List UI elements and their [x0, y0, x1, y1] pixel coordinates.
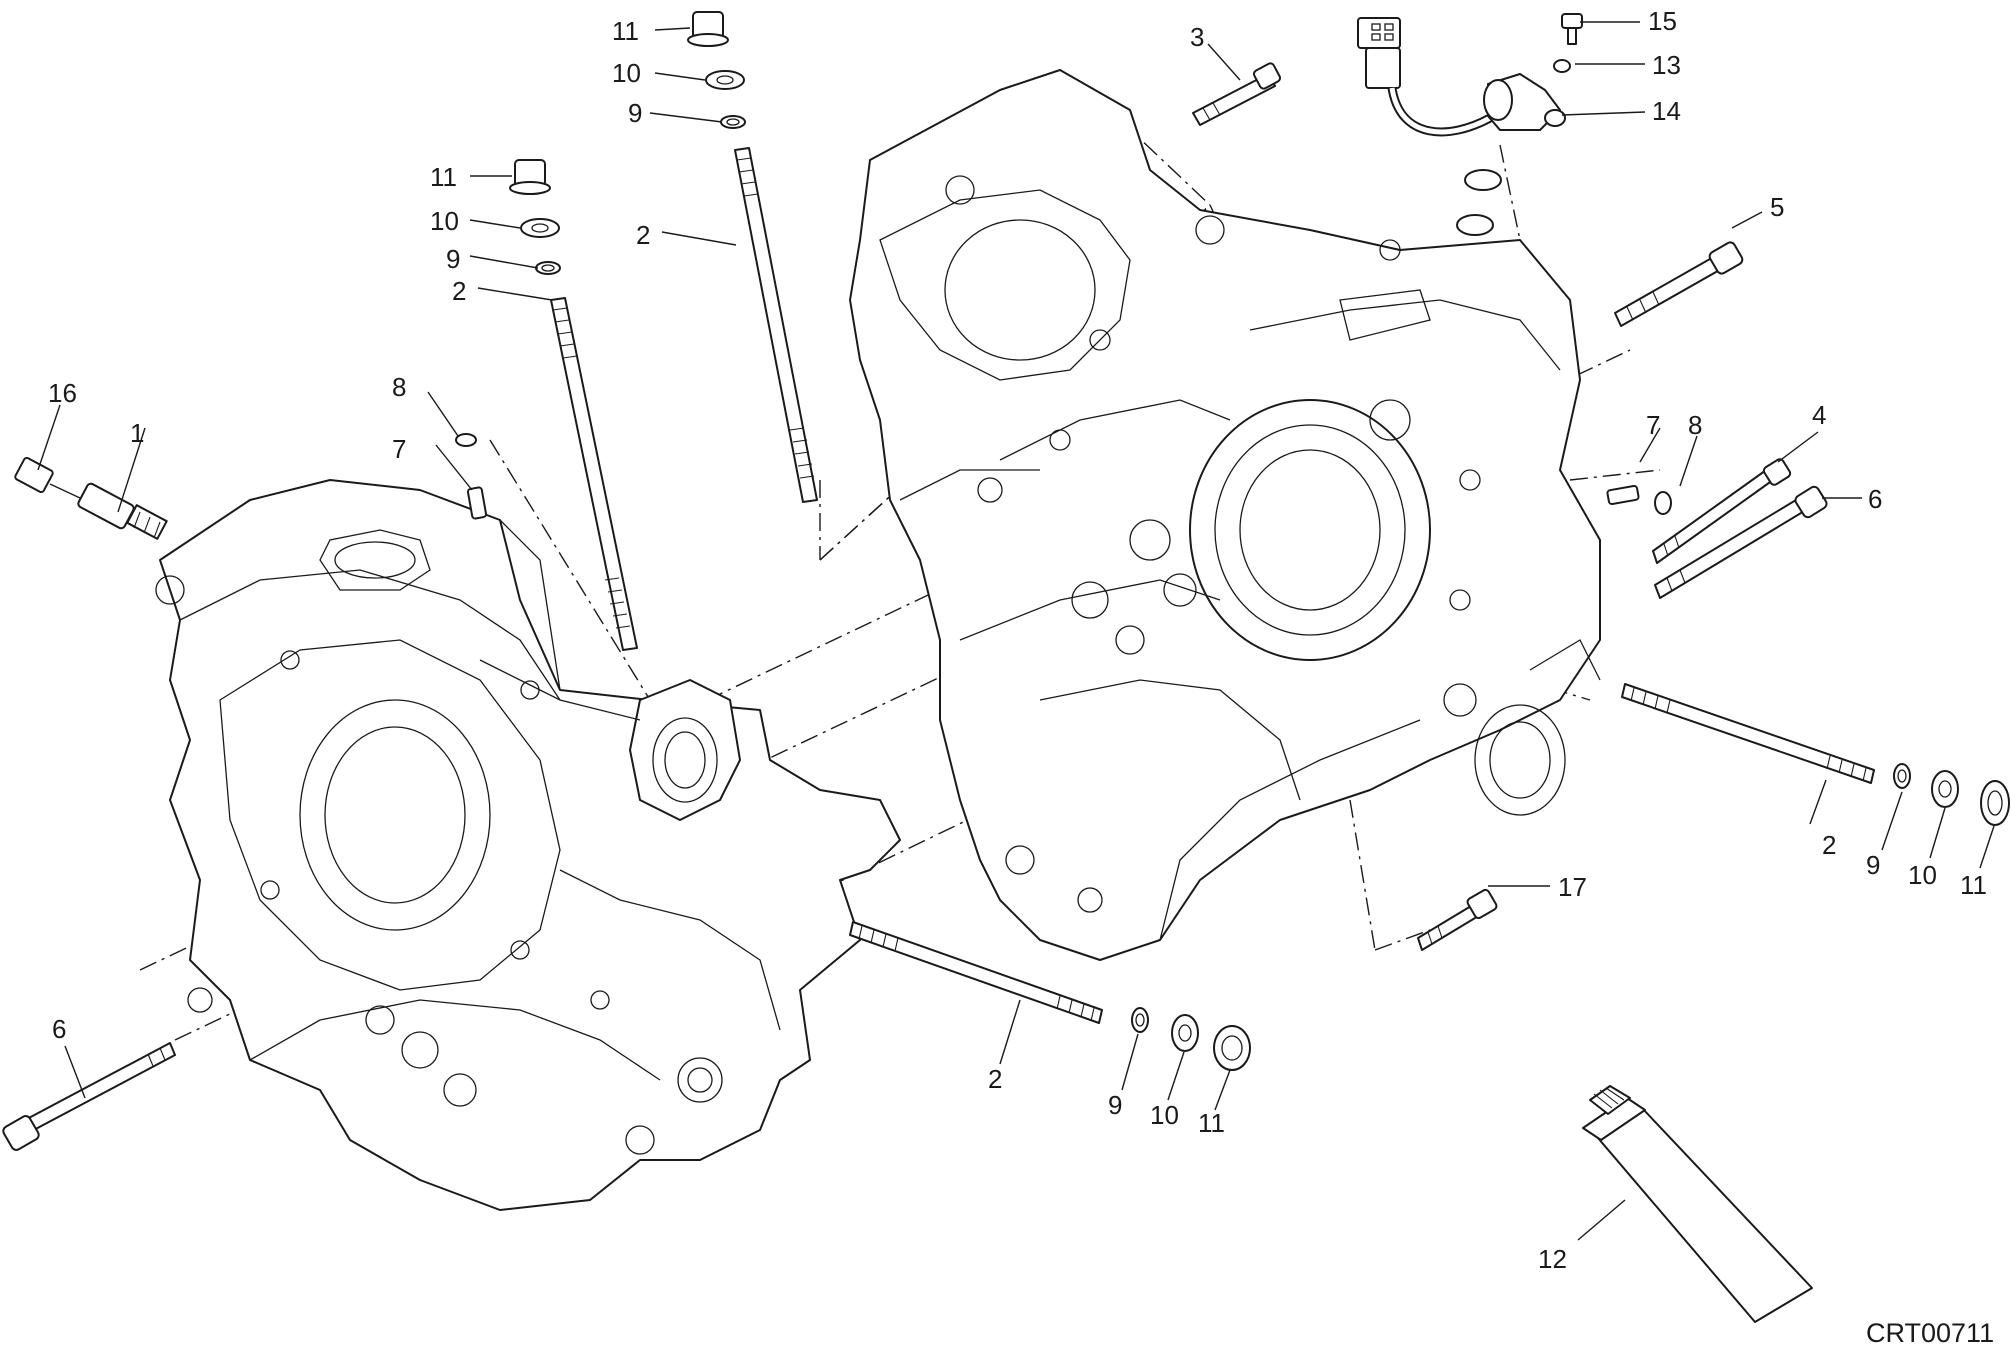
- callout-3: 3: [1190, 22, 1204, 52]
- o-ring-upper-left: [535, 261, 561, 275]
- callout-16: 16: [48, 378, 77, 408]
- callout-17: 17: [1558, 872, 1587, 902]
- flange-nut-lower-right: [1980, 780, 2010, 826]
- callout-4: 4: [1812, 400, 1826, 430]
- stud-upper-middle: [734, 147, 818, 503]
- callout-11-top: 11: [612, 16, 639, 46]
- washer-upper-middle: [705, 70, 745, 90]
- callout-11-right: 11: [1960, 870, 1987, 900]
- callout-labels: 1 16 8 7 2 9 10 11 2 9 10 11 3 15 13 14 …: [48, 6, 1987, 1274]
- callout-8-right: 8: [1688, 410, 1702, 440]
- callout-11-bottom: 11: [1198, 1108, 1225, 1138]
- callout-2-bottom: 2: [988, 1064, 1002, 1094]
- callout-1: 1: [130, 418, 144, 448]
- o-ring-8-left: [455, 433, 477, 447]
- callout-8-left: 8: [392, 372, 406, 402]
- screw-17: [1417, 888, 1498, 951]
- callout-10-top: 10: [612, 58, 641, 88]
- o-ring-lower-middle: [1131, 1007, 1149, 1033]
- screw-3: [1192, 62, 1281, 126]
- stud-lower-middle: [849, 921, 1103, 1024]
- washer-lower-right: [1931, 770, 1959, 808]
- callout-9-top: 9: [628, 98, 642, 128]
- stud-upper-left: [550, 297, 638, 651]
- callout-11-left: 11: [430, 162, 457, 192]
- callout-10-left: 10: [430, 206, 459, 236]
- flange-nut-upper-middle: [687, 11, 729, 47]
- sealant-tube: [1582, 1085, 1813, 1323]
- sensor-connector: [14, 456, 81, 499]
- flange-nut-lower-middle: [1213, 1025, 1251, 1071]
- callout-2-right: 2: [1822, 830, 1836, 860]
- callout-6-right: 6: [1868, 484, 1882, 514]
- callout-10-bottom: 10: [1150, 1100, 1179, 1130]
- washer-lower-middle: [1171, 1014, 1199, 1052]
- right-crankcase-half: [849, 69, 1601, 961]
- pickup-sensor-assembly: [1357, 17, 1571, 137]
- screw-5: [1614, 241, 1744, 327]
- callout-9-left: 9: [446, 244, 460, 274]
- callout-12: 12: [1538, 1244, 1567, 1274]
- washer-upper-left: [520, 218, 560, 238]
- dowel-right: [1606, 484, 1640, 506]
- temperature-sensor: [77, 482, 168, 540]
- callout-2-left: 2: [452, 276, 466, 306]
- dowel-left: [466, 486, 488, 520]
- o-rings-sensor: [1456, 169, 1502, 236]
- callout-6-left: 6: [52, 1014, 66, 1044]
- reference-code: CRT00711: [1866, 1318, 1994, 1348]
- stud-lower-right: [1621, 683, 1875, 784]
- leader-lines: [37, 21, 1995, 1241]
- screw-6-right: [1654, 485, 1828, 599]
- callout-2-top: 2: [636, 220, 650, 250]
- callout-13: 13: [1652, 50, 1681, 80]
- callout-7-right: 7: [1646, 410, 1660, 440]
- flange-nut-upper-left: [509, 159, 551, 195]
- callout-14: 14: [1652, 96, 1681, 126]
- o-ring-upper-middle: [720, 115, 746, 129]
- callout-10-right: 10: [1908, 860, 1937, 890]
- callout-9-bottom: 9: [1108, 1090, 1122, 1120]
- o-ring-8-right: [1654, 491, 1672, 515]
- callout-15: 15: [1648, 6, 1677, 36]
- callout-7-left: 7: [392, 434, 406, 464]
- o-ring-lower-right: [1893, 763, 1911, 789]
- screw-15: [1561, 13, 1583, 45]
- callout-5: 5: [1770, 192, 1784, 222]
- left-crankcase-half: [155, 479, 901, 1211]
- screw-4: [1652, 458, 1792, 564]
- callout-9-right: 9: [1866, 850, 1880, 880]
- screw-6-left: [2, 1042, 176, 1151]
